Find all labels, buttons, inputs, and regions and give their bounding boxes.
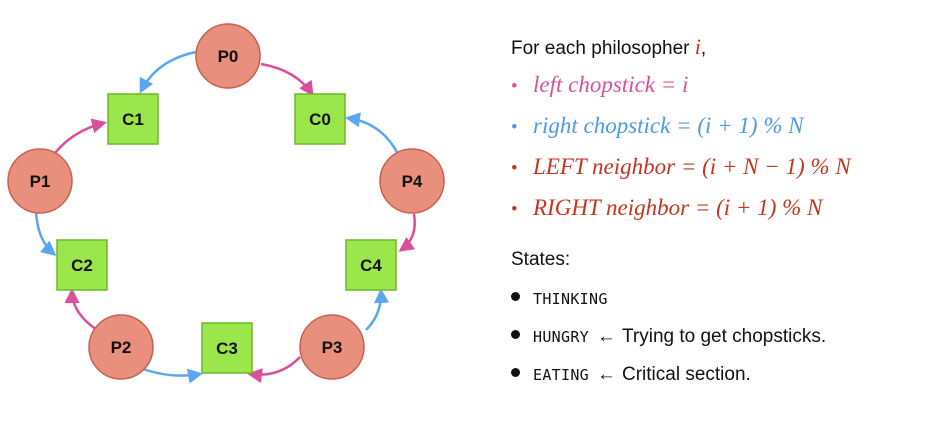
intro-line: For each philosopher i, <box>511 30 926 64</box>
chopstick-label: C0 <box>309 110 331 129</box>
edge-p2-c3-right <box>142 367 203 384</box>
formula-right-chopstick: • right chopstick = (i + 1) % N <box>511 105 926 146</box>
bullet-dot <box>511 292 520 302</box>
intro-suffix: , <box>700 38 707 59</box>
edge-p1-c1-left <box>50 118 107 158</box>
formula-text: left chopstick = i <box>533 72 689 97</box>
bullet: • <box>511 158 518 179</box>
bullet: • <box>511 117 518 138</box>
philosopher-node-p0: P0 <box>195 23 261 89</box>
philosopher-label: P3 <box>322 338 343 357</box>
philosopher-node-p1: P1 <box>7 148 73 214</box>
state-name: THINKING <box>533 290 608 308</box>
philosopher-node-p4: P4 <box>379 148 445 214</box>
state-name: EATING <box>533 366 589 384</box>
philosopher-label: P1 <box>30 172 51 191</box>
chopstick-label: C3 <box>216 339 238 358</box>
formula-text: RIGHT neighbor = (i + 1) % N <box>533 195 823 220</box>
edge-p4-c4-left <box>398 213 416 252</box>
edge-p4-c0-right <box>345 112 400 155</box>
formula-list: • left chopstick = i • right chopstick = (… <box>511 64 926 228</box>
states-list: THINKING HUNGRY ← Trying to get chopsticks… <box>511 280 926 394</box>
chopstick-node-c4: C4 <box>345 239 397 291</box>
edge-p1-c2-right <box>34 209 57 256</box>
edge-p2-c2-left <box>64 288 98 332</box>
chopstick-label: C1 <box>122 110 144 129</box>
state-description: Critical section. <box>622 364 751 385</box>
chopstick-node-c0: C0 <box>294 93 346 145</box>
chopstick-node-c1: C1 <box>107 93 159 145</box>
state-eating: EATING ← Critical section. <box>511 356 926 394</box>
philosopher-node-p2: P2 <box>88 314 154 380</box>
philosopher-label: P2 <box>111 338 132 357</box>
formula-text: LEFT neighbor = (i + N − 1) % N <box>533 154 851 179</box>
formula-left-neighbor: • LEFT neighbor = (i + N − 1) % N <box>511 146 926 187</box>
intro-variable: i <box>694 34 701 59</box>
edge-p3-c4-right <box>365 288 390 331</box>
philosopher-node-p3: P3 <box>299 314 365 380</box>
state-name: HUNGRY <box>533 328 589 346</box>
state-description: Trying to get chopsticks. <box>622 326 827 347</box>
chopstick-node-c3: C3 <box>201 322 253 374</box>
formula-text: right chopstick = (i + 1) % N <box>533 113 804 138</box>
bullet-dot <box>511 368 520 378</box>
formula-right-neighbor: • RIGHT neighbor = (i + 1) % N <box>511 187 926 228</box>
philosopher-label: P0 <box>218 47 239 66</box>
philosophers-diagram: C1 C0 C2 C4 C3 P0 P1 P4 P2 P3 <box>7 23 445 384</box>
state-thinking: THINKING <box>511 280 926 318</box>
description-panel: For each philosopher i, • left chopstick … <box>511 30 926 394</box>
bullet-dot <box>511 330 520 340</box>
edge-p3-c3-left <box>247 356 301 384</box>
chopstick-node-c2: C2 <box>56 239 108 291</box>
bullet: • <box>511 199 518 220</box>
left-arrow-icon: ← <box>597 326 616 347</box>
states-title: States: <box>511 249 571 270</box>
state-hungry: HUNGRY ← Trying to get chopsticks. <box>511 318 926 356</box>
chopstick-label: C4 <box>360 256 382 275</box>
edge-p0-c1-right <box>139 50 197 94</box>
formula-left-chopstick: • left chopstick = i <box>511 64 926 105</box>
philosopher-label: P4 <box>402 172 423 191</box>
chopstick-label: C2 <box>71 256 93 275</box>
bullet: • <box>511 76 518 97</box>
left-arrow-icon: ← <box>597 364 616 385</box>
intro-text: For each philosopher <box>511 38 695 59</box>
edge-p0-c0-left <box>260 62 314 97</box>
